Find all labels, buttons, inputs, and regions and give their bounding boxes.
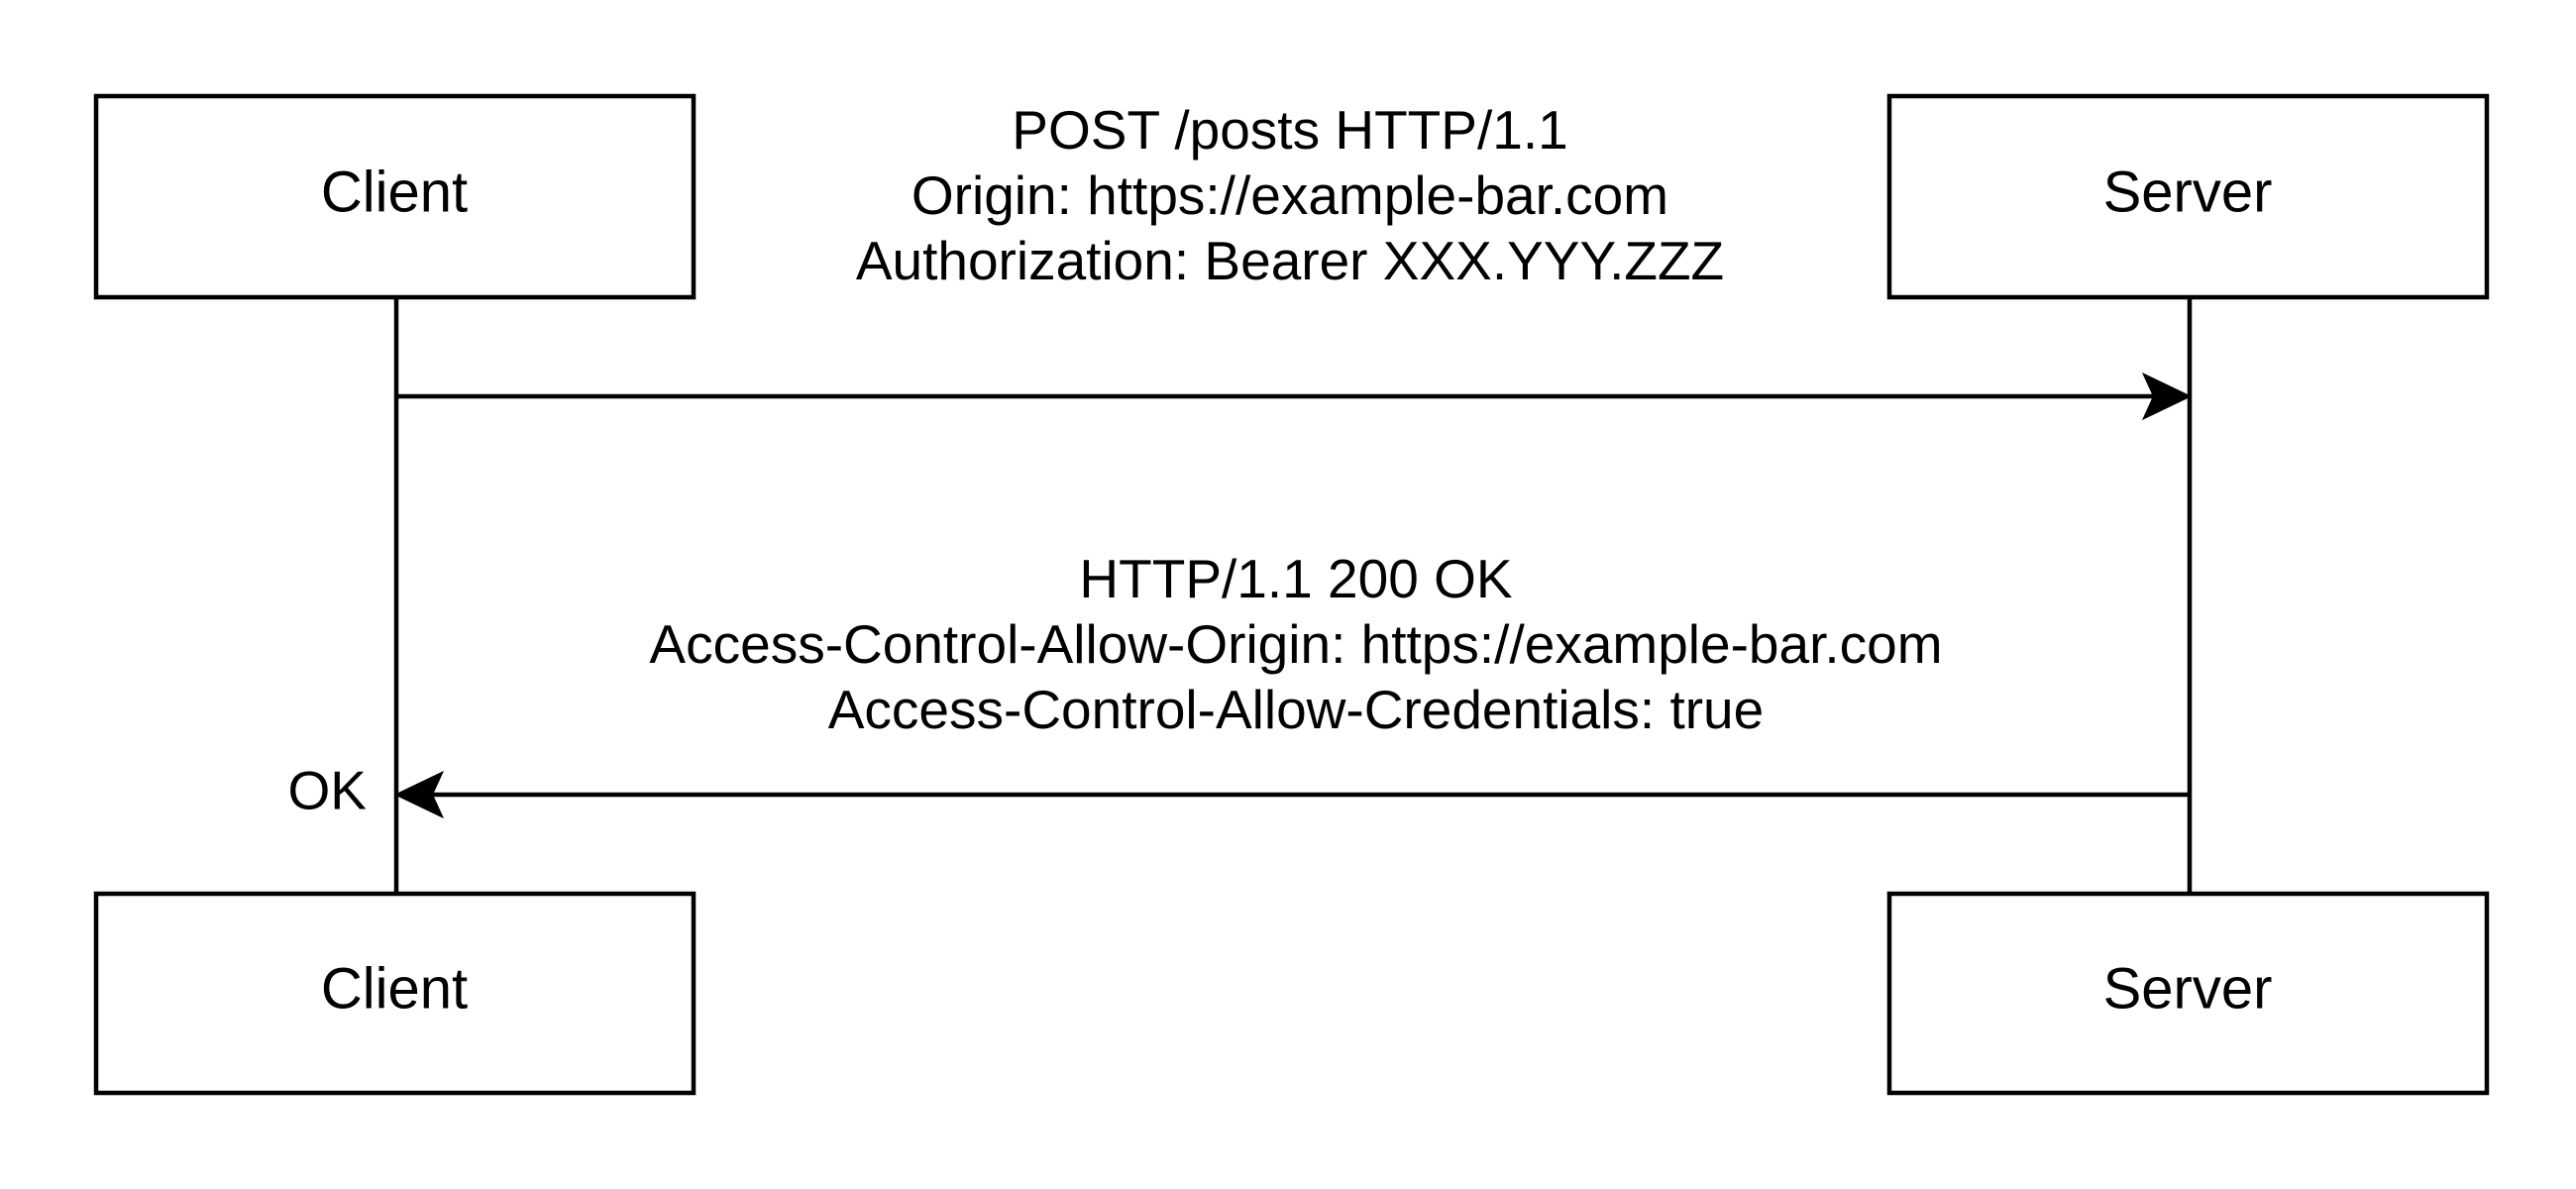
request-arrowhead xyxy=(2141,372,2193,421)
client-label-bottom: Client xyxy=(321,956,468,1021)
server-box-top-frame xyxy=(1886,93,2490,300)
ok-label: OK xyxy=(288,760,368,821)
server-box-bottom: Server xyxy=(1886,891,2490,1096)
request-line-3: Authorization: Bearer XXX.YYY.ZZZ xyxy=(856,230,1724,291)
server-label-bottom: Server xyxy=(2103,956,2273,1021)
request-line-2: Origin: https://example-bar.com xyxy=(912,164,1668,226)
client-box-top-frame xyxy=(93,93,697,300)
request-arrow xyxy=(396,372,2193,421)
client-box-top: Client xyxy=(93,93,697,300)
client-box-bottom-frame xyxy=(93,891,697,1096)
response-line-2: Access-Control-Allow-Origin: https://exa… xyxy=(649,613,1942,675)
server-box-bottom-frame xyxy=(1886,891,2490,1096)
server-label-top: Server xyxy=(2103,160,2273,224)
request-message-label: POST /posts HTTP/1.1 Origin: https://exa… xyxy=(856,99,1724,291)
server-box-top: Server xyxy=(1886,93,2490,300)
response-line-1: HTTP/1.1 200 OK xyxy=(1079,548,1512,609)
response-line-3: Access-Control-Allow-Credentials: true xyxy=(828,679,1764,740)
response-message-label: HTTP/1.1 200 OK Access-Control-Allow-Ori… xyxy=(649,548,1942,740)
response-arrowhead xyxy=(393,770,445,819)
client-box-bottom: Client xyxy=(93,891,697,1096)
response-arrow xyxy=(393,770,2190,819)
client-label-top: Client xyxy=(321,160,468,224)
request-line-1: POST /posts HTTP/1.1 xyxy=(1012,99,1567,161)
